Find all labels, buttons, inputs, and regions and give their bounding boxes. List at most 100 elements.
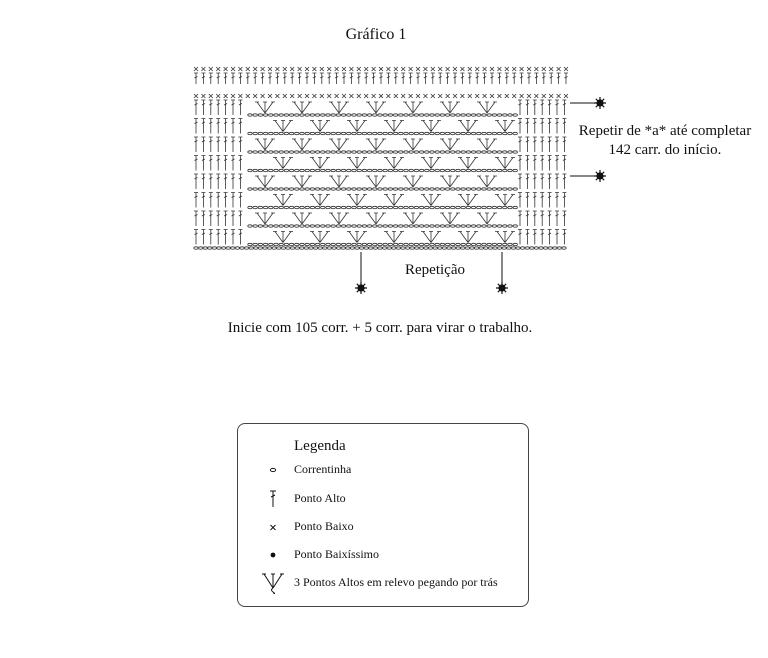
single-crochet-stitch — [252, 93, 258, 99]
chain-stitch — [439, 242, 445, 247]
chain-stitch — [299, 242, 305, 247]
single-crochet-stitch — [334, 93, 339, 99]
single-crochet-stitch — [378, 66, 384, 72]
double-crochet-stitch — [564, 72, 568, 84]
single-crochet-stitch — [349, 66, 354, 72]
three-bpdc-cluster — [421, 157, 441, 169]
three-bpdc-cluster — [273, 194, 293, 206]
double-crochet-stitch — [547, 192, 552, 208]
double-crochet-stitch — [216, 72, 221, 84]
chain-stitch — [304, 150, 310, 154]
chain-stitch — [346, 205, 352, 210]
chain-stitch — [299, 131, 305, 136]
chain-stitch — [346, 242, 352, 247]
single-crochet-stitch — [193, 66, 199, 72]
chain-stitch — [262, 246, 268, 250]
double-crochet-stitch — [201, 192, 206, 208]
repeat-note-line-2: 142 carr. do início. — [608, 142, 722, 158]
double-crochet-stitch — [223, 72, 228, 84]
double-crochet-stitch — [555, 99, 559, 115]
chain-stitch — [230, 246, 236, 250]
chain-stitch — [408, 187, 414, 191]
chart-grid — [193, 66, 569, 250]
double-crochet-stitch — [231, 72, 235, 84]
chain-stitch — [294, 131, 300, 136]
chain-stitch — [455, 224, 461, 228]
double-crochet-stitch — [208, 229, 213, 245]
chain-stitch — [450, 242, 456, 247]
single-crochet-stitch — [497, 66, 502, 72]
chain-stitch — [424, 224, 430, 228]
single-crochet-stitch — [415, 93, 421, 99]
chain-stitch — [398, 150, 404, 154]
chain-stitch — [361, 131, 367, 136]
chain-stitch — [418, 187, 425, 191]
chain-stitch — [424, 131, 430, 136]
chain-stitch — [377, 205, 383, 210]
chain-stitch — [478, 246, 484, 250]
chain-stitch — [283, 224, 289, 228]
chain-stitch — [356, 205, 362, 210]
double-crochet-stitch — [475, 72, 480, 84]
chain-stitch — [299, 150, 305, 154]
chain-stitch — [247, 168, 253, 173]
chain-stitch — [285, 246, 291, 250]
three-bpdc-cluster — [384, 194, 404, 206]
double-crochet-stitch — [194, 118, 198, 134]
double-crochet-stitch — [297, 72, 302, 84]
chain-stitch — [314, 205, 321, 210]
chain-stitch — [439, 131, 445, 136]
chain-stitch — [356, 113, 362, 117]
chain-stitch — [392, 205, 399, 210]
chain-stitch — [434, 205, 440, 210]
double-crochet-stitch — [555, 173, 559, 189]
single-crochet-stitch — [371, 93, 376, 99]
chain-stitch — [248, 246, 254, 250]
legend-item-slip-stitch: Ponto Baixíssimo — [238, 544, 528, 566]
chain-stitch — [330, 168, 336, 173]
chain-stitch — [340, 187, 347, 191]
single-crochet-stitch — [304, 93, 310, 99]
single-crochet-stitch — [252, 66, 258, 72]
chain-stitch — [340, 205, 347, 210]
single-crochet-stitch — [289, 66, 295, 72]
single-crochet-stitch — [326, 93, 332, 99]
chain-stitch — [262, 131, 269, 136]
double-crochet-stitch — [238, 229, 243, 245]
single-crochet-stitch — [349, 93, 354, 99]
chain-stitch — [423, 246, 429, 250]
three-bpdc-cluster — [440, 101, 460, 114]
chain-stitch — [450, 246, 457, 250]
single-crochet-stitch — [371, 66, 376, 72]
single-crochet-stitch — [282, 93, 288, 99]
single-crochet-stitch — [423, 66, 428, 72]
chain-stitch — [325, 205, 331, 210]
chain-stitch — [424, 187, 430, 191]
double-crochet-stitch — [216, 155, 221, 171]
double-crochet-stitch — [231, 136, 235, 152]
single-crochet-stitch — [474, 93, 480, 99]
three-bpdc-cluster — [366, 212, 386, 225]
single-crochet-stitch — [230, 66, 236, 72]
chain-stitch — [437, 246, 443, 250]
chain-stitch — [325, 242, 331, 247]
double-crochet-stitch — [540, 136, 545, 152]
single-crochet-stitch — [460, 93, 465, 99]
chain-stitch — [486, 168, 492, 173]
chain-stitch — [460, 246, 466, 250]
chain-stitch — [288, 205, 295, 210]
three-bpdc-cluster — [329, 212, 349, 225]
three-bpdc-cluster — [255, 138, 275, 151]
double-crochet-stitch — [194, 72, 198, 84]
chain-stitch — [294, 113, 300, 117]
chain-stitch — [372, 131, 378, 136]
chain-stitch — [455, 187, 461, 191]
chain-stitch — [483, 246, 489, 250]
chain-stitch — [403, 242, 409, 247]
chain-stitch — [429, 242, 435, 247]
chain-stitch — [455, 131, 461, 136]
chain-stitch — [398, 224, 404, 228]
chain-stitch — [408, 131, 414, 136]
chain-stitch — [304, 113, 310, 117]
single-crochet-stitch — [363, 93, 369, 99]
